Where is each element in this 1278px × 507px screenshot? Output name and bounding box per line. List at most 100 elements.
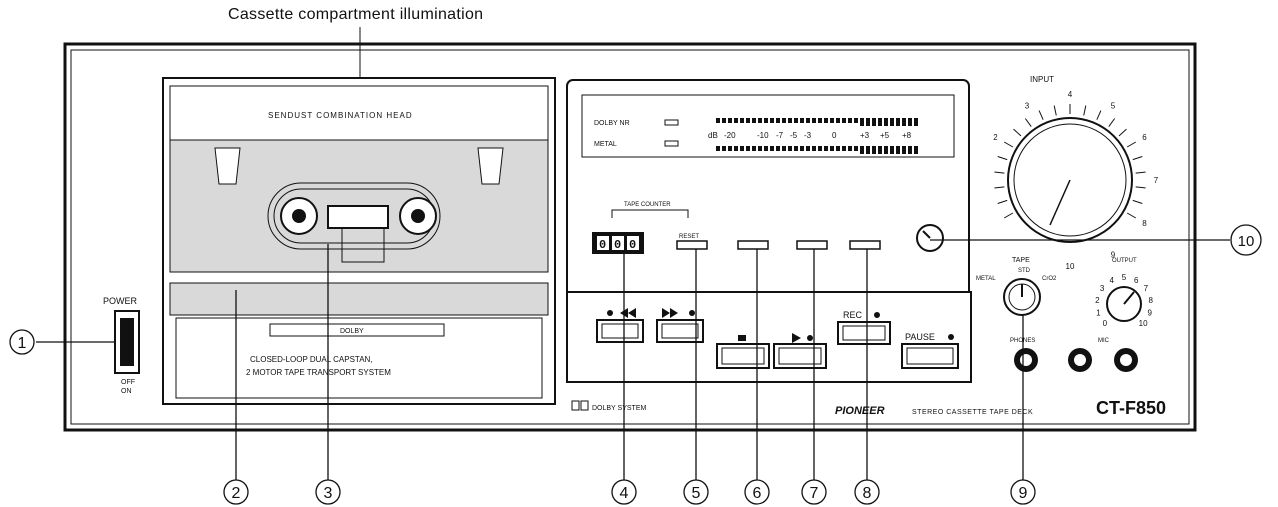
meter-segment [716, 146, 720, 151]
power-button-face [120, 318, 134, 366]
meter-segment [842, 146, 846, 151]
stop-icon [738, 335, 746, 341]
meter-segment [800, 146, 804, 151]
tape-metal-label: METAL [976, 276, 996, 282]
meter-segment [854, 146, 858, 151]
meter-segment [746, 146, 750, 151]
meter-segment [728, 118, 732, 123]
output-knob-pointer [1123, 291, 1135, 305]
input-dial-number: 7 [1154, 176, 1159, 185]
play-indicator [807, 335, 813, 341]
cassette-outline [267, 182, 441, 250]
meter-segment [848, 118, 852, 123]
callout-5-circle [683, 479, 709, 505]
input-dial-number: 6 [1142, 133, 1147, 142]
meter-segment [878, 146, 882, 154]
scale-3: -3 [804, 131, 812, 140]
input-dial-number: 2 [993, 133, 998, 142]
input-dial-number: 5 [1111, 102, 1116, 111]
dolby-nr-button[interactable] [737, 240, 769, 250]
meter-segment [866, 146, 870, 154]
callout-10: 10 [1238, 233, 1255, 250]
scale-p8: +8 [902, 131, 912, 140]
callout-9: 9 [1019, 485, 1028, 502]
callout-7: 7 [810, 485, 819, 502]
metal-indicator [664, 140, 679, 147]
input-dial-tick [1024, 118, 1032, 127]
output-dial-number: 7 [1144, 284, 1149, 293]
meter-segment [872, 146, 876, 154]
meter-segment [740, 118, 744, 123]
input-dial-tick [994, 171, 1005, 174]
output-dial-number: 8 [1148, 296, 1153, 305]
rec-button-face [842, 325, 886, 341]
meter-segment [794, 146, 798, 151]
memory-button[interactable] [849, 240, 881, 250]
meter-segment [740, 146, 744, 151]
meter-segment [764, 146, 768, 151]
input-dial-tick [1132, 199, 1143, 204]
transport-text-1: CLOSED-LOOP DUAL CAPSTAN, [250, 355, 373, 364]
meter-segment [830, 146, 834, 151]
dolby-indicator [664, 119, 679, 126]
meter-segment [728, 146, 732, 151]
meter-segment [902, 146, 906, 154]
input-knob-ring [1013, 123, 1127, 237]
counter-digit-1-bg [597, 236, 609, 250]
tape-guide-left [214, 147, 241, 185]
right-hub [411, 209, 425, 223]
input-dial-number: 4 [1068, 90, 1073, 99]
meter-segment [836, 118, 840, 123]
input-dial-tick [1135, 171, 1146, 174]
output-dial-number: 0 [1103, 319, 1108, 328]
input-dial-tick [1003, 212, 1014, 219]
input-dial-number: 8 [1142, 219, 1147, 228]
head-label: SENDUST COMBINATION HEAD [268, 111, 413, 120]
head-window [169, 85, 549, 141]
meter-segment [782, 118, 786, 123]
meter-segment [776, 146, 780, 151]
counter-digit-3: 0 [629, 238, 636, 252]
callout-4-circle [611, 479, 637, 505]
input-dial-tick [1108, 118, 1116, 127]
meter-segment [872, 118, 876, 126]
callout-7-circle [801, 479, 827, 505]
chassis-inner [70, 49, 1190, 425]
rewind-indicator [607, 310, 613, 316]
meter-metal-label: METAL [594, 141, 617, 148]
meter-mode-button[interactable] [796, 240, 828, 250]
meter-segment [812, 146, 816, 151]
mic-label: MIC [1098, 338, 1110, 344]
callout-3: 3 [324, 485, 333, 502]
input-dial-tick [1083, 105, 1087, 116]
output-label: OUTPUT [1112, 258, 1137, 264]
meter-segment [830, 118, 834, 123]
dolby-logo-left [571, 400, 580, 411]
meter-segment [734, 118, 738, 123]
reset-label: RESET [679, 234, 699, 240]
output-dial-number: 2 [1095, 296, 1100, 305]
play-icon [792, 333, 801, 343]
meter-segment [800, 118, 804, 123]
output-dial-number: 1 [1096, 308, 1101, 317]
rec-indicator [874, 312, 880, 318]
meter-segment [794, 118, 798, 123]
counter-digit-2-bg [612, 236, 624, 250]
dolby-plate [269, 323, 445, 337]
reset-button[interactable] [676, 240, 708, 250]
counter-bracket [611, 209, 689, 218]
callout-10-circle [1230, 224, 1262, 256]
meter-segment [806, 146, 810, 151]
callout-5: 5 [692, 485, 701, 502]
meter-segment [824, 118, 828, 123]
callout-9-circle [1010, 479, 1036, 505]
meter-dolby-label: DOLBY NR [594, 120, 630, 127]
scale-p5: +5 [880, 131, 890, 140]
ff-indicator [689, 310, 695, 316]
phones-jack-hole [1020, 354, 1032, 366]
rec-label: REC [843, 310, 863, 320]
meter-segment [788, 118, 792, 123]
eject-bar[interactable] [169, 282, 549, 316]
meter-segment [896, 146, 900, 154]
scale-db: dB [708, 131, 718, 140]
